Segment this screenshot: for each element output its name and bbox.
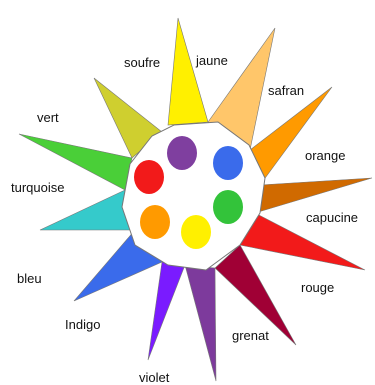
label-violet: violet — [139, 370, 170, 385]
label-soufre: soufre — [124, 55, 160, 70]
ray-orange — [250, 87, 332, 185]
label-rouge: rouge — [301, 280, 334, 295]
label-vert: vert — [37, 110, 59, 125]
dot-orange — [140, 205, 170, 239]
label-bleu: bleu — [17, 271, 42, 286]
ray-jaune — [168, 18, 208, 125]
ray-capucine — [255, 178, 372, 213]
label-turquoise: turquoise — [11, 180, 64, 195]
ray-violet — [185, 265, 216, 381]
dot-green — [213, 190, 243, 224]
label-jaune: jaune — [195, 53, 228, 68]
dot-red — [134, 160, 164, 194]
label-indigo: Indigo — [65, 317, 100, 332]
label-grenat: grenat — [232, 328, 269, 343]
label-capucine: capucine — [306, 210, 358, 225]
label-orange: orange — [305, 148, 345, 163]
ray-indigo — [148, 262, 185, 360]
label-safran: safran — [268, 83, 304, 98]
dot-yellow — [181, 215, 211, 249]
dot-blue — [213, 146, 243, 180]
ray-turquoise — [40, 190, 135, 230]
dot-purple — [167, 136, 197, 170]
